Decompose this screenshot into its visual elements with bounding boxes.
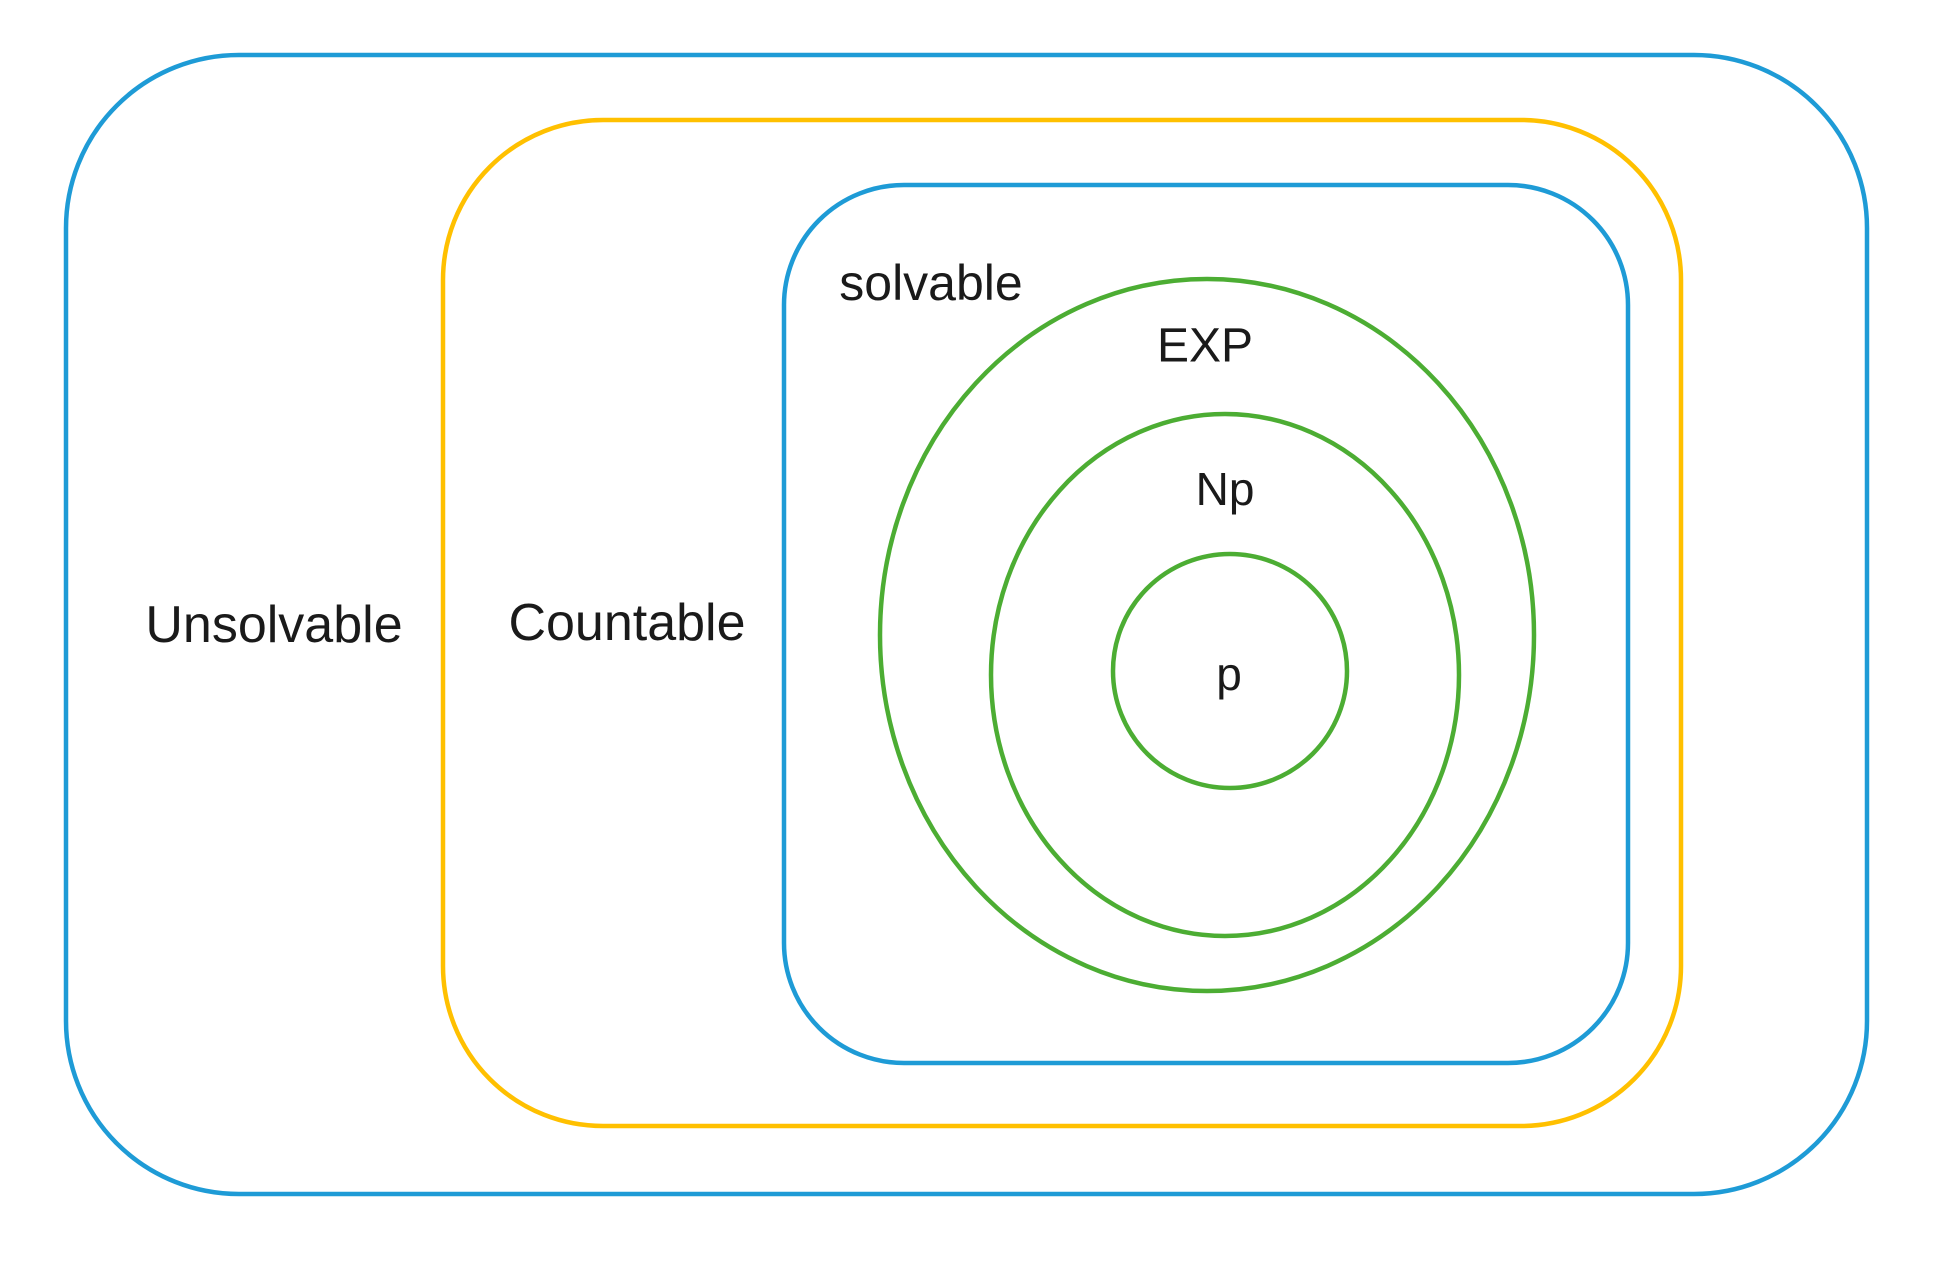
exp-label: EXP — [1157, 320, 1253, 373]
countable-label: Countable — [508, 594, 745, 652]
np-label: Np — [1196, 463, 1255, 515]
solvable-set-outline — [781, 182, 1631, 1066]
unsolvable-set-outline — [63, 52, 1870, 1197]
p-set-outline — [1110, 551, 1350, 791]
p-label: p — [1216, 648, 1242, 700]
countable-set-outline — [440, 117, 1684, 1129]
np-set-outline — [988, 411, 1462, 939]
solvable-label: solvable — [839, 255, 1022, 311]
set-labels: Unsolvable Countable solvable EXP Np p — [145, 255, 1254, 700]
exp-set-outline — [877, 276, 1537, 994]
unsolvable-label: Unsolvable — [145, 596, 402, 654]
